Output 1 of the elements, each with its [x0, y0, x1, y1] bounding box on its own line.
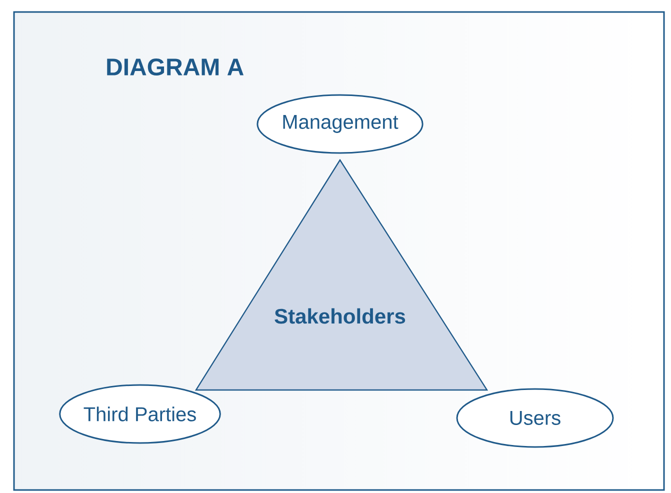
title: DIAGRAM A [107, 58, 244, 76]
